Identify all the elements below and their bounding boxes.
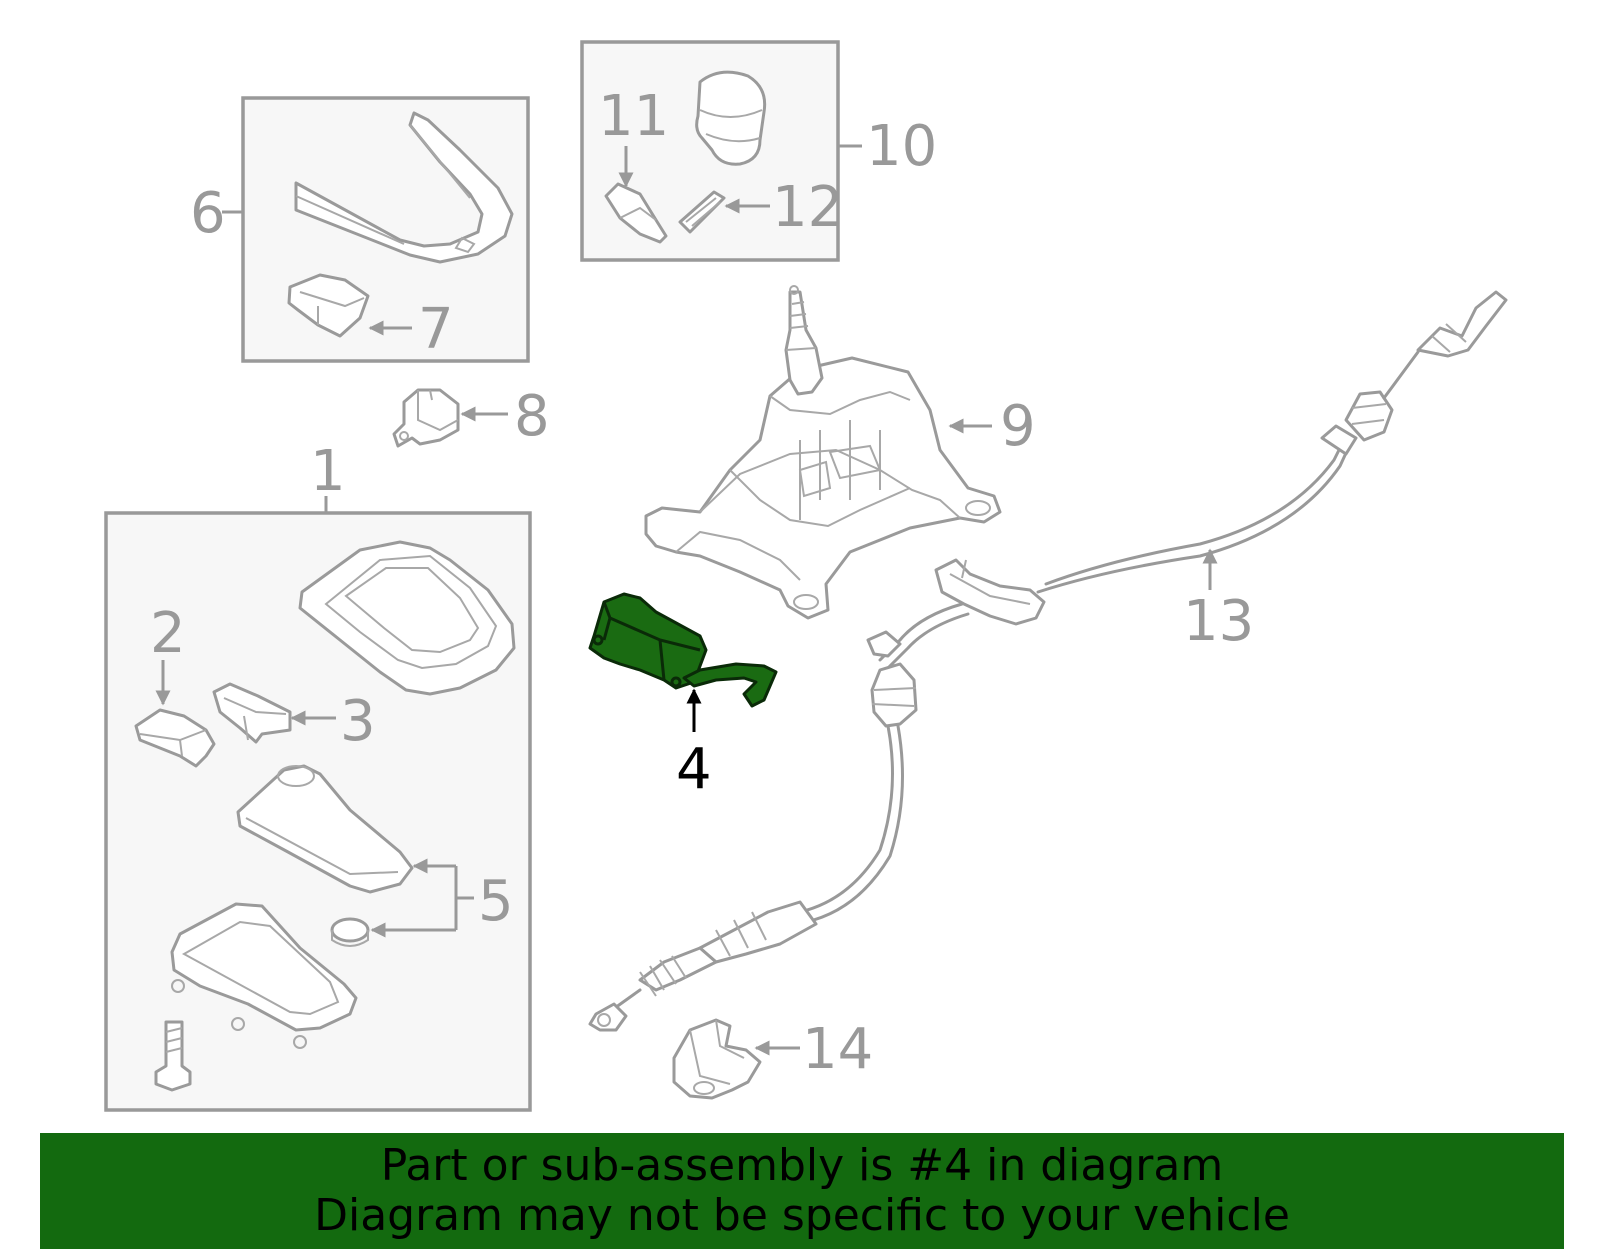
banner-line-2: Diagram may not be specific to your vehi…: [314, 1190, 1290, 1241]
info-banner: Part or sub-assembly is #4 in diagram Di…: [40, 1133, 1564, 1249]
callout-13: 13: [1183, 589, 1254, 654]
callout-8: 8: [514, 384, 550, 449]
callout-1: 1: [310, 439, 346, 504]
part-7-clip[interactable]: [287, 273, 370, 338]
callout-10: 10: [866, 114, 937, 179]
part-12-spring[interactable]: [678, 190, 726, 234]
callout-9: 9: [1000, 394, 1036, 459]
callout-6: 6: [190, 181, 226, 246]
banner-line-1: Part or sub-assembly is #4 in diagram: [380, 1140, 1224, 1191]
callout-11: 11: [598, 84, 669, 149]
part-6-bezel[interactable]: [294, 111, 514, 264]
callout-7: 7: [418, 297, 454, 362]
part-9-shifter-assembly[interactable]: [644, 285, 1002, 620]
part-3-clip[interactable]: [212, 682, 292, 744]
group-box-10: [580, 40, 862, 262]
part-14-bracket[interactable]: [672, 1018, 762, 1100]
part-2-clip[interactable]: [134, 708, 216, 768]
part-8-sensor[interactable]: [392, 388, 460, 448]
callout-14: 14: [802, 1017, 873, 1082]
group-box-1: [104, 511, 532, 1112]
part-5-cap[interactable]: [330, 917, 370, 943]
part-13-shift-cable[interactable]: [588, 290, 1508, 1032]
callout-2: 2: [150, 601, 186, 666]
callout-12: 12: [772, 175, 843, 240]
part-4-highlighted-switch[interactable]: [588, 592, 778, 708]
callout-5: 5: [478, 869, 514, 934]
callout-3: 3: [340, 689, 376, 754]
callout-4: 4: [676, 737, 712, 802]
group-box-6: [222, 96, 530, 363]
